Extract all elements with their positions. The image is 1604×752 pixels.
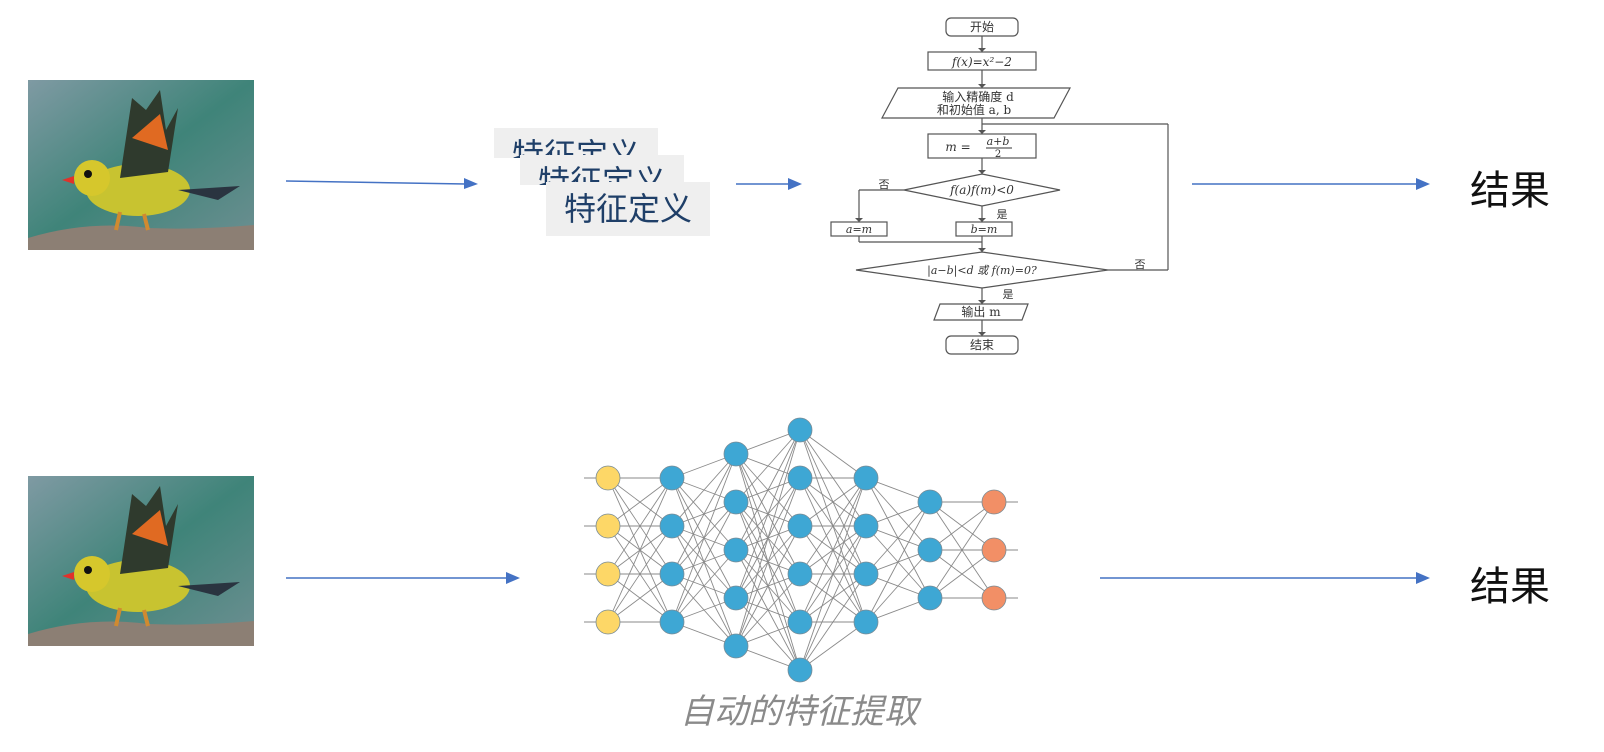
nn-edge (735, 573, 801, 647)
arrow-flowchart-to-result (1192, 178, 1430, 190)
nn-node (659, 465, 685, 491)
flowchart: 开始 f(x)=x²−2 输入精确度 d 和初始值 a, b m = a+b 2… (830, 17, 1169, 355)
nn-edge (607, 477, 673, 575)
nn-node (723, 633, 749, 659)
nn-node (595, 609, 621, 635)
feature-label-3: 特征定义 (546, 182, 711, 236)
nn-node (723, 489, 749, 515)
nn-edge (735, 429, 801, 503)
bird-photo-2 (28, 476, 254, 646)
nn-node (787, 513, 813, 539)
nn-edge (607, 477, 673, 623)
nn-node (659, 561, 685, 587)
nn-edge (799, 525, 867, 671)
flow-mid-num: a+b (987, 135, 1010, 148)
nn-node (981, 585, 1007, 611)
nn-edge (929, 501, 995, 599)
nn-node (659, 609, 685, 635)
nn-node (787, 417, 813, 443)
flow-assign-b-text: b=m (971, 223, 998, 236)
network-caption: 自动的特征提取 (680, 692, 918, 732)
nn-node (595, 513, 621, 539)
nn-edge (865, 501, 931, 623)
nn-node (787, 657, 813, 683)
nn-node (917, 585, 943, 611)
nn-edge (929, 549, 995, 599)
nn-node (917, 537, 943, 563)
nn-node (659, 513, 685, 539)
result-label-1: 结果 (1470, 168, 1550, 214)
nn-node (723, 537, 749, 563)
nn-node (723, 441, 749, 467)
nn-node (917, 489, 943, 515)
nn-edge (671, 549, 737, 623)
flow-mid-lhs: m = (945, 140, 970, 154)
nn-node (853, 609, 879, 635)
flow-output-box (933, 303, 1029, 321)
flow-mid-box (927, 133, 1037, 159)
nn-node (595, 465, 621, 491)
flow-input-line1: 输入精确度 d (942, 89, 1014, 104)
nn-node (853, 513, 879, 539)
nn-node (595, 561, 621, 587)
nn-edge (865, 549, 931, 623)
nn-edge (671, 453, 737, 575)
flow-input-line2: 和初始值 a, b (937, 102, 1012, 117)
nn-edge (799, 477, 867, 575)
nn-edge (671, 501, 737, 623)
nn-edge (799, 477, 867, 527)
nn-edge (799, 477, 867, 623)
flow-no2-label: 否 (1135, 258, 1146, 271)
nn-edge (799, 429, 867, 479)
nn-edge (607, 525, 673, 623)
nn-node (981, 537, 1007, 563)
nn-edge (735, 429, 801, 551)
nn-node (787, 561, 813, 587)
nn-edge (735, 429, 801, 647)
neural-network (584, 417, 1018, 683)
flow-output-text: 输出 m (961, 304, 1001, 319)
flow-no1-label: 否 (879, 178, 890, 191)
flow-end-text: 结束 (970, 338, 994, 352)
flow-assign-a-text: a=m (846, 223, 872, 236)
flow-func-text: f(x)=x²−2 (951, 55, 1012, 69)
result-label-2: 结果 (1470, 564, 1550, 610)
nn-node (787, 465, 813, 491)
flow-yes2-label: 是 (1003, 288, 1014, 301)
nn-edge (799, 573, 867, 671)
nn-edge (735, 477, 801, 647)
bird-photo-1 (28, 80, 254, 250)
flow-assign-b-box (955, 221, 1013, 237)
arrow-photo-to-features (286, 178, 478, 189)
nn-node (787, 609, 813, 635)
nn-edge (865, 501, 931, 575)
arrow-features-to-flowchart (736, 178, 802, 190)
flow-input-box (881, 87, 1071, 119)
flow-yes1-label: 是 (997, 208, 1008, 221)
feature-label-1: 特征定义 (494, 128, 659, 158)
nn-edge (671, 453, 737, 527)
nn-node (853, 465, 879, 491)
nn-edge (929, 501, 995, 551)
nn-edge (607, 477, 673, 527)
nn-node (853, 561, 879, 587)
nn-edge (799, 621, 867, 671)
flow-cond1-text: f(a)f(m)<0 (949, 183, 1014, 197)
nn-edge (735, 429, 801, 599)
flow-mid-den: 2 (995, 149, 1001, 160)
nn-edge (671, 453, 737, 623)
nn-edge (799, 477, 867, 671)
feature-label-2: 特征定义 (520, 155, 685, 185)
arrow-network-to-result (1100, 572, 1430, 584)
nn-edge (735, 525, 801, 647)
nn-node (723, 585, 749, 611)
nn-node (981, 489, 1007, 515)
nn-edge (607, 573, 673, 623)
arrow-photo-to-network (286, 572, 520, 584)
flow-cond2-text: |a−b|<d 或 f(m)=0? (927, 264, 1037, 278)
flow-start-text: 开始 (970, 20, 994, 34)
